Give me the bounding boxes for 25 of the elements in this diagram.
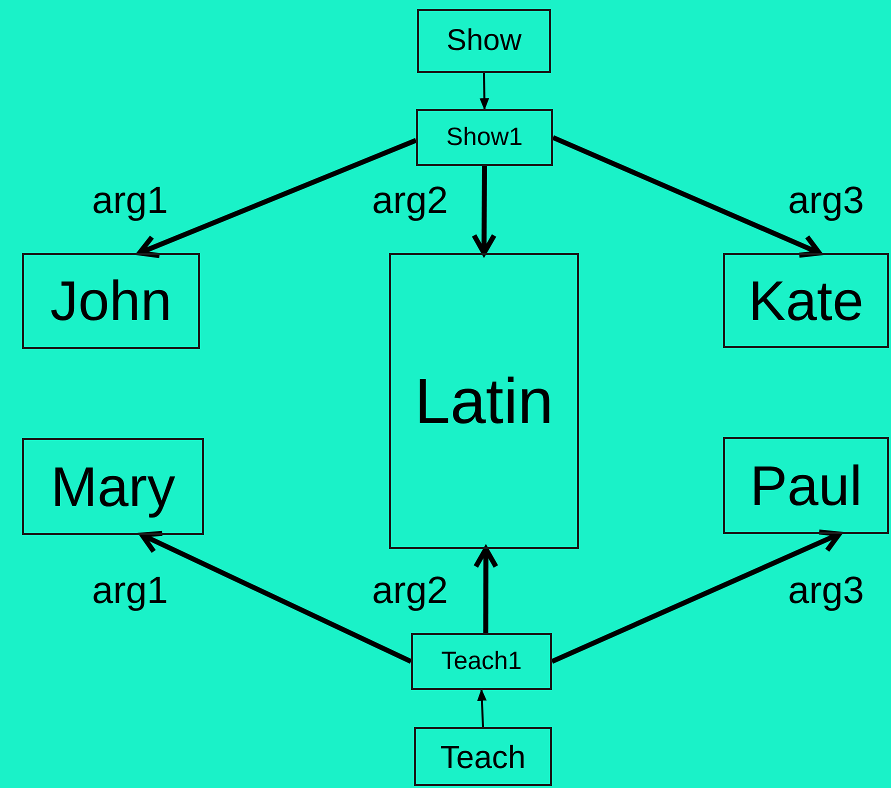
node-box xyxy=(416,109,553,166)
node-box xyxy=(22,253,200,349)
node-box xyxy=(411,633,552,690)
arrow xyxy=(472,166,497,256)
node-box xyxy=(389,253,579,549)
arrow xyxy=(136,138,417,258)
node-label: Teach xyxy=(440,740,526,772)
node-label: Latin xyxy=(414,369,554,433)
arrow xyxy=(550,529,842,664)
node-label: John xyxy=(50,273,172,329)
node-label: Kate xyxy=(748,272,864,328)
node-label: Paul xyxy=(750,458,862,514)
arrow xyxy=(480,72,490,110)
node-label: Show1 xyxy=(446,125,523,150)
node-box xyxy=(723,253,889,348)
arrow xyxy=(473,546,498,633)
node-box xyxy=(22,438,204,535)
node-box xyxy=(723,437,889,534)
arrow xyxy=(477,688,487,728)
node-box xyxy=(417,9,551,73)
node-label: Teach1 xyxy=(441,649,522,674)
arrow xyxy=(552,135,822,258)
arrow xyxy=(140,530,412,664)
node-label: Show xyxy=(446,26,522,56)
node-box xyxy=(414,727,552,786)
